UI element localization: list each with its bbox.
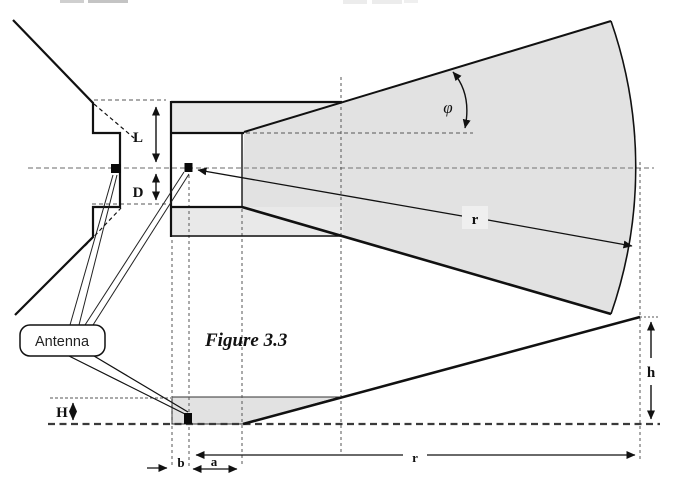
radius-arrow-seg-right (487, 219, 633, 249)
guide-lines (28, 77, 660, 467)
reflected-ray (242, 315, 641, 426)
horn-cross-section (171, 102, 343, 237)
antenna-point-left (111, 164, 121, 173)
horn-block-edges (169, 20, 637, 316)
antenna-callout: Antenna (19, 171, 190, 415)
radius-label: r (472, 212, 479, 228)
beam-radius-arrow (197, 167, 633, 249)
dimension-h-label: h (647, 365, 656, 381)
dimension-b: b (147, 455, 185, 472)
figure-caption: Figure 3.3 (204, 330, 287, 351)
dimension-b-label: b (177, 455, 184, 470)
antenna-callout-bubble (19, 324, 106, 357)
dimension-D: D (133, 173, 160, 201)
dimension-r-ground: r (195, 450, 636, 465)
wall-flare-dashed-bottom (84, 207, 122, 247)
dimension-L: L (133, 106, 160, 163)
flare-angle-label: φ (443, 98, 452, 117)
dimension-h: h (647, 321, 656, 420)
beam-top-edge (243, 20, 612, 133)
radius-label-box (462, 206, 488, 229)
cropped-text-remnants (60, 0, 418, 4)
antenna-point-feed (184, 163, 193, 172)
dimension-a: a (192, 454, 238, 473)
beam-arc (610, 20, 637, 315)
flare-angle-arc-arrow (452, 71, 471, 129)
antenna-callout-label: Antenna (35, 334, 90, 350)
wall-flare-dashed-top (93, 103, 135, 139)
horn-upper-flare-fill (171, 102, 342, 132)
radius-arrow-seg-left (197, 167, 463, 217)
dimension-L-label: L (133, 130, 143, 146)
dimension-H: H (56, 402, 77, 421)
flare-angle: φ (443, 71, 471, 129)
dimension-a-label: a (211, 454, 218, 469)
dimension-r-ground-label: r (412, 450, 418, 465)
dimension-H-label: H (56, 405, 68, 421)
antenna-point-ground (184, 413, 192, 424)
dimension-D-label: D (133, 185, 144, 201)
beam-bottom-edge (241, 205, 612, 316)
antenna-points (111, 163, 193, 424)
